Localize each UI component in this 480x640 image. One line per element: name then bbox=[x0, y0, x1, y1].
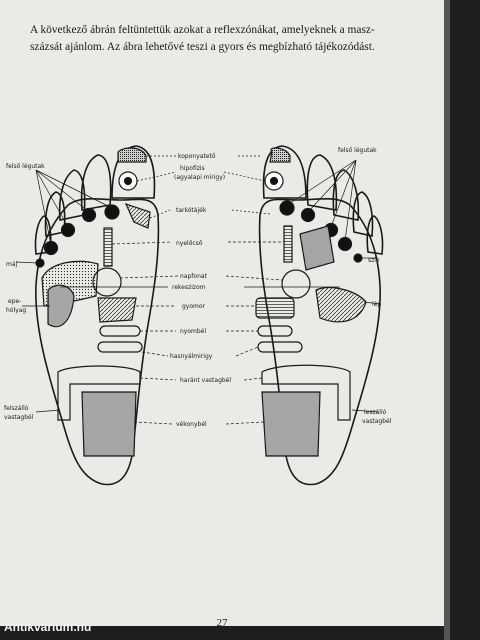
left-shoulder-zone bbox=[124, 203, 151, 229]
right-skull-top-zone bbox=[269, 147, 291, 163]
intro-line-1: A következő ábrán feltüntettük azokat a … bbox=[30, 24, 375, 36]
left-neck-point-3 bbox=[60, 222, 76, 238]
right-transverse-colon-zone bbox=[261, 364, 351, 421]
left-gallbladder-zone bbox=[47, 284, 75, 328]
label-small-intestine: vékonybél bbox=[176, 421, 207, 428]
label-ascending-colon-2: vastagbél bbox=[4, 414, 34, 421]
page-edge-shadow bbox=[444, 0, 450, 640]
right-solar-plexus-zone bbox=[281, 269, 311, 299]
left-big-toe bbox=[111, 145, 156, 199]
label-skull-top: koponyatető bbox=[178, 153, 216, 160]
watermark: Antikvárium.hu bbox=[4, 620, 92, 634]
label-spleen: lép bbox=[372, 301, 381, 308]
leader-solar-plexus bbox=[119, 275, 283, 281]
label-left-upper-airways: felső légutak bbox=[6, 163, 45, 170]
label-pituitary-2: (agyalapi mirigy) bbox=[174, 174, 225, 181]
right-toe-3 bbox=[332, 169, 360, 221]
right-small-intestine-zone bbox=[261, 391, 321, 457]
leader-neck bbox=[149, 209, 271, 219]
left-neck-point-2 bbox=[81, 207, 97, 223]
left-stomach-zone bbox=[97, 297, 137, 323]
diagram-labels: felső légutak máj epe- hólyag felszálló … bbox=[4, 147, 392, 428]
right-shoulder-zone bbox=[299, 225, 335, 271]
leader-small-intestine bbox=[133, 421, 265, 425]
left-solar-plexus-zone bbox=[92, 267, 122, 297]
label-descending-colon-1: leszálló bbox=[364, 409, 387, 416]
label-ascending-colon-1: felszálló bbox=[4, 405, 29, 412]
left-toe-3 bbox=[58, 169, 86, 221]
page-number: 27 bbox=[216, 617, 228, 629]
leader-pancreas bbox=[141, 346, 259, 357]
right-esophagus-zone bbox=[283, 225, 293, 263]
right-neck-point-4 bbox=[337, 236, 353, 252]
label-neck: tarkótájék bbox=[176, 207, 207, 214]
right-spleen-zone bbox=[315, 287, 367, 323]
right-pancreas-zone bbox=[257, 341, 303, 353]
label-stomach: gyomor bbox=[182, 303, 206, 310]
label-duodenum: nyombél bbox=[180, 328, 206, 335]
left-neck-point-1 bbox=[104, 204, 120, 220]
left-small-intestine-zone bbox=[81, 391, 137, 457]
left-toe-2 bbox=[80, 154, 112, 211]
label-descending-colon-2: vastagbél bbox=[362, 418, 392, 425]
left-duodenum-zone bbox=[99, 325, 141, 337]
right-heart-point bbox=[353, 253, 363, 263]
intro-paragraph: A következő ábrán feltüntettük azokat a … bbox=[30, 22, 420, 56]
label-pancreas: hasnyálmirigy bbox=[170, 353, 213, 360]
left-foot-zones bbox=[35, 147, 151, 457]
intro-line-2: százsát ajánlom. Az ábra lehetővé teszi … bbox=[30, 41, 375, 53]
leader-lines bbox=[15, 155, 381, 425]
right-toe-5 bbox=[366, 215, 384, 255]
label-diaphragm: rekeszizom bbox=[172, 284, 206, 291]
leader-esophagus bbox=[111, 241, 284, 245]
label-gallbladder-1: epe- bbox=[8, 298, 21, 305]
right-toe-2 bbox=[306, 154, 338, 211]
right-foot-zones bbox=[255, 147, 367, 457]
right-neck-point-1 bbox=[279, 200, 295, 216]
left-esophagus-zone bbox=[103, 227, 113, 267]
left-neck-point-4 bbox=[43, 240, 59, 256]
label-gallbladder-2: hólyag bbox=[6, 307, 26, 314]
right-stomach-zone bbox=[255, 297, 295, 319]
right-neck-point-2 bbox=[300, 207, 316, 223]
left-skull-top-zone bbox=[117, 147, 147, 163]
leader-transverse-colon bbox=[139, 377, 263, 381]
label-pituitary-1: hipofízis bbox=[180, 165, 205, 172]
book-page bbox=[0, 0, 444, 626]
right-duodenum-zone bbox=[257, 325, 293, 337]
label-liver: máj bbox=[6, 261, 18, 268]
left-pancreas-zone bbox=[97, 341, 143, 353]
label-heart: szív bbox=[368, 257, 380, 264]
leader-pituitary bbox=[136, 171, 266, 182]
label-right-upper-airways: felső légutak bbox=[338, 147, 377, 154]
left-transverse-colon-zone bbox=[57, 365, 141, 421]
label-transverse-colon: haránt vastagbél bbox=[180, 377, 231, 384]
label-solar-plexus: napfonat bbox=[180, 273, 208, 280]
right-big-toe bbox=[262, 145, 307, 199]
label-esophagus: nyelőcső bbox=[176, 240, 203, 247]
right-toe-4 bbox=[352, 191, 374, 237]
